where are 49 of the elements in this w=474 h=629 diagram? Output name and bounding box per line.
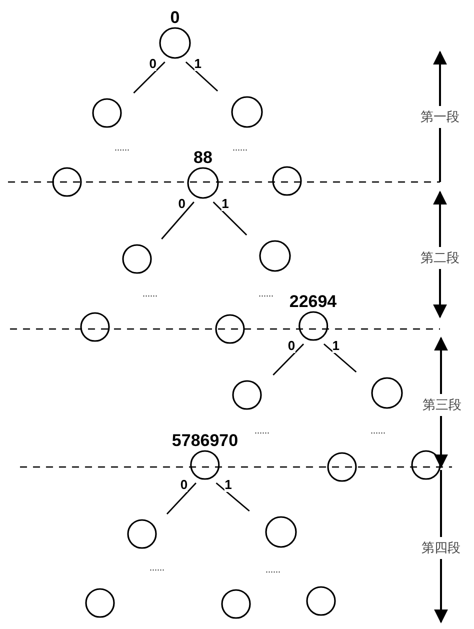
edge-label: 0 — [180, 478, 188, 492]
edge-line — [216, 482, 250, 512]
edge-line — [272, 344, 304, 376]
tree-node-circle — [80, 312, 110, 342]
node-value: 22694 — [289, 293, 337, 311]
node-value: 88 — [194, 149, 212, 167]
edge-line — [212, 202, 248, 236]
ellipsis: ...... — [370, 426, 386, 436]
tree-node-circle — [272, 166, 302, 196]
edge-label: 1 — [222, 197, 229, 211]
ellipsis: ...... — [254, 426, 270, 436]
tree-node-circle — [259, 240, 291, 272]
ellipsis: ...... — [232, 144, 248, 152]
tree-node-circle — [231, 96, 263, 128]
tree-node-circle — [221, 589, 251, 619]
segment-label: 第二段 — [420, 247, 460, 269]
segment-label: 第四段 — [422, 537, 460, 559]
tree-node-circle — [122, 244, 152, 274]
edge-line — [166, 482, 196, 514]
edge-label: 1 — [194, 57, 202, 71]
edge-line — [161, 202, 194, 240]
edge-line — [133, 62, 166, 94]
edge-label: 1 — [224, 478, 232, 492]
tree-node-circle — [52, 167, 82, 197]
edge-label: 0 — [178, 197, 186, 211]
tree-node-circle — [306, 586, 336, 616]
segment-label: 第一段 — [420, 106, 460, 128]
tree-node-circle — [215, 314, 245, 344]
segment-label: 第三段 — [422, 394, 462, 416]
tree-node-circle — [92, 98, 122, 128]
ellipsis: ...... — [150, 564, 164, 572]
node-value: 0 — [170, 9, 180, 27]
ellipsis: ...... — [258, 290, 274, 298]
ellipsis: ...... — [266, 566, 280, 574]
tree-node-circle — [85, 588, 115, 618]
tree-node-circle — [327, 452, 357, 482]
ellipsis: ...... — [142, 290, 158, 298]
node-value: 5786970 — [172, 432, 238, 450]
edge-label: 0 — [288, 339, 296, 353]
edge-line — [323, 343, 357, 373]
tree-node-circle — [127, 519, 157, 549]
tree-node-circle — [232, 380, 262, 410]
tree-node-circle — [371, 377, 403, 409]
edge-label: 1 — [332, 339, 340, 353]
edge-label: 0 — [149, 57, 156, 71]
tree-node-circle — [265, 516, 297, 548]
tree-node-circle — [411, 450, 441, 480]
edge-line — [185, 61, 218, 92]
ellipsis: ...... — [114, 144, 130, 152]
